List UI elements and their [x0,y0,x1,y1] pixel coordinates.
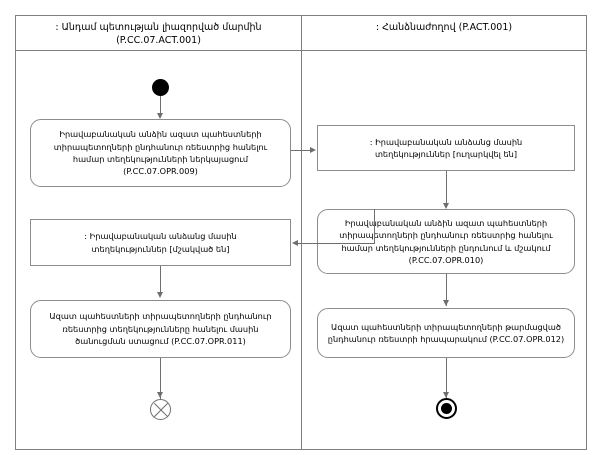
edge-action1-to-robject1 [291,150,311,151]
action-publish-updated-registry-text: Ազատ պահեստների տիրապետողների թարմացված … [327,321,565,344]
partition-header-right: : Հանձնաժողով (P.ACT.001) [302,16,586,51]
action-submit-info-for-removal-text: Իրավաբանական անձին ազատ պահեստների տիրապ… [53,129,268,177]
action-receive-and-process-info-text: Իրավաբանական անձին ազատ պահեստների տիրապ… [339,217,553,265]
edge-object1-to-action2 [160,266,161,294]
arrowhead-raction2-to-final [443,392,449,398]
partition-header-left-line2: (P.CC.07.ACT.001) [116,35,201,46]
partition-header-left: : Անդամ պետության լիազորված մարմին (P.CC… [16,16,301,51]
edge-robject1-to-raction1 [446,171,447,206]
action-submit-info-for-removal[interactable]: Իրավաբանական անձին ազատ պահեստների տիրապ… [30,119,291,187]
partition-header-right-line1: : Հանձնաժողով (P.ACT.001) [375,22,513,33]
arrowhead-action2-to-flow-final [157,392,163,398]
arrowhead-robject1-to-raction1 [443,203,449,209]
initial-node-left[interactable] [152,79,169,96]
edge-start-to-action1 [160,96,161,115]
edge-raction1-to-lobject1 [298,243,375,244]
activity-final-node-right[interactable] [436,398,457,419]
flow-final-node-left[interactable] [150,399,171,420]
arrowhead-raction1-to-lobject1 [292,240,298,246]
object-legal-entity-info-sent[interactable]: : Իրավաբանական անձանց մասին տեղեկություն… [317,125,575,171]
arrowhead-start-to-action1 [157,113,163,119]
action-receive-removal-notification[interactable]: Ազատ պահեստների տիրապետողների ընդհանուր … [30,300,291,358]
arrowhead-action1-to-robject1 [310,147,316,153]
edge-raction1-to-raction2 [446,274,447,306]
edge-raction1-down-to-crossback [374,209,375,243]
edge-raction2-to-final [446,358,447,400]
action-receive-and-process-info[interactable]: Իրավաբանական անձին ազատ պահեստների տիրապ… [317,209,575,274]
edge-action2-to-flow-final [160,358,161,400]
action-receive-removal-notification-text: Ազատ պահեստների տիրապետողների ընդհանուր … [49,311,272,347]
object-legal-entity-info-sent-text: : Իրավաբանական անձանց մասին տեղեկություն… [369,136,523,159]
arrowhead-raction1-to-raction2 [443,300,449,306]
action-publish-updated-registry[interactable]: Ազատ պահեստների տիրապետողների թարմացված … [317,308,575,358]
partition-header-left-line1: : Անդամ պետության լիազորված մարմին [55,22,262,33]
object-legal-entity-info-processed[interactable]: : Իրավաբանական անձանց մասին տեղեկություն… [30,219,291,266]
arrowhead-object1-to-action2 [157,292,163,298]
object-legal-entity-info-processed-text: : Իրավաբանական անձանց մասին տեղեկություն… [84,231,237,254]
